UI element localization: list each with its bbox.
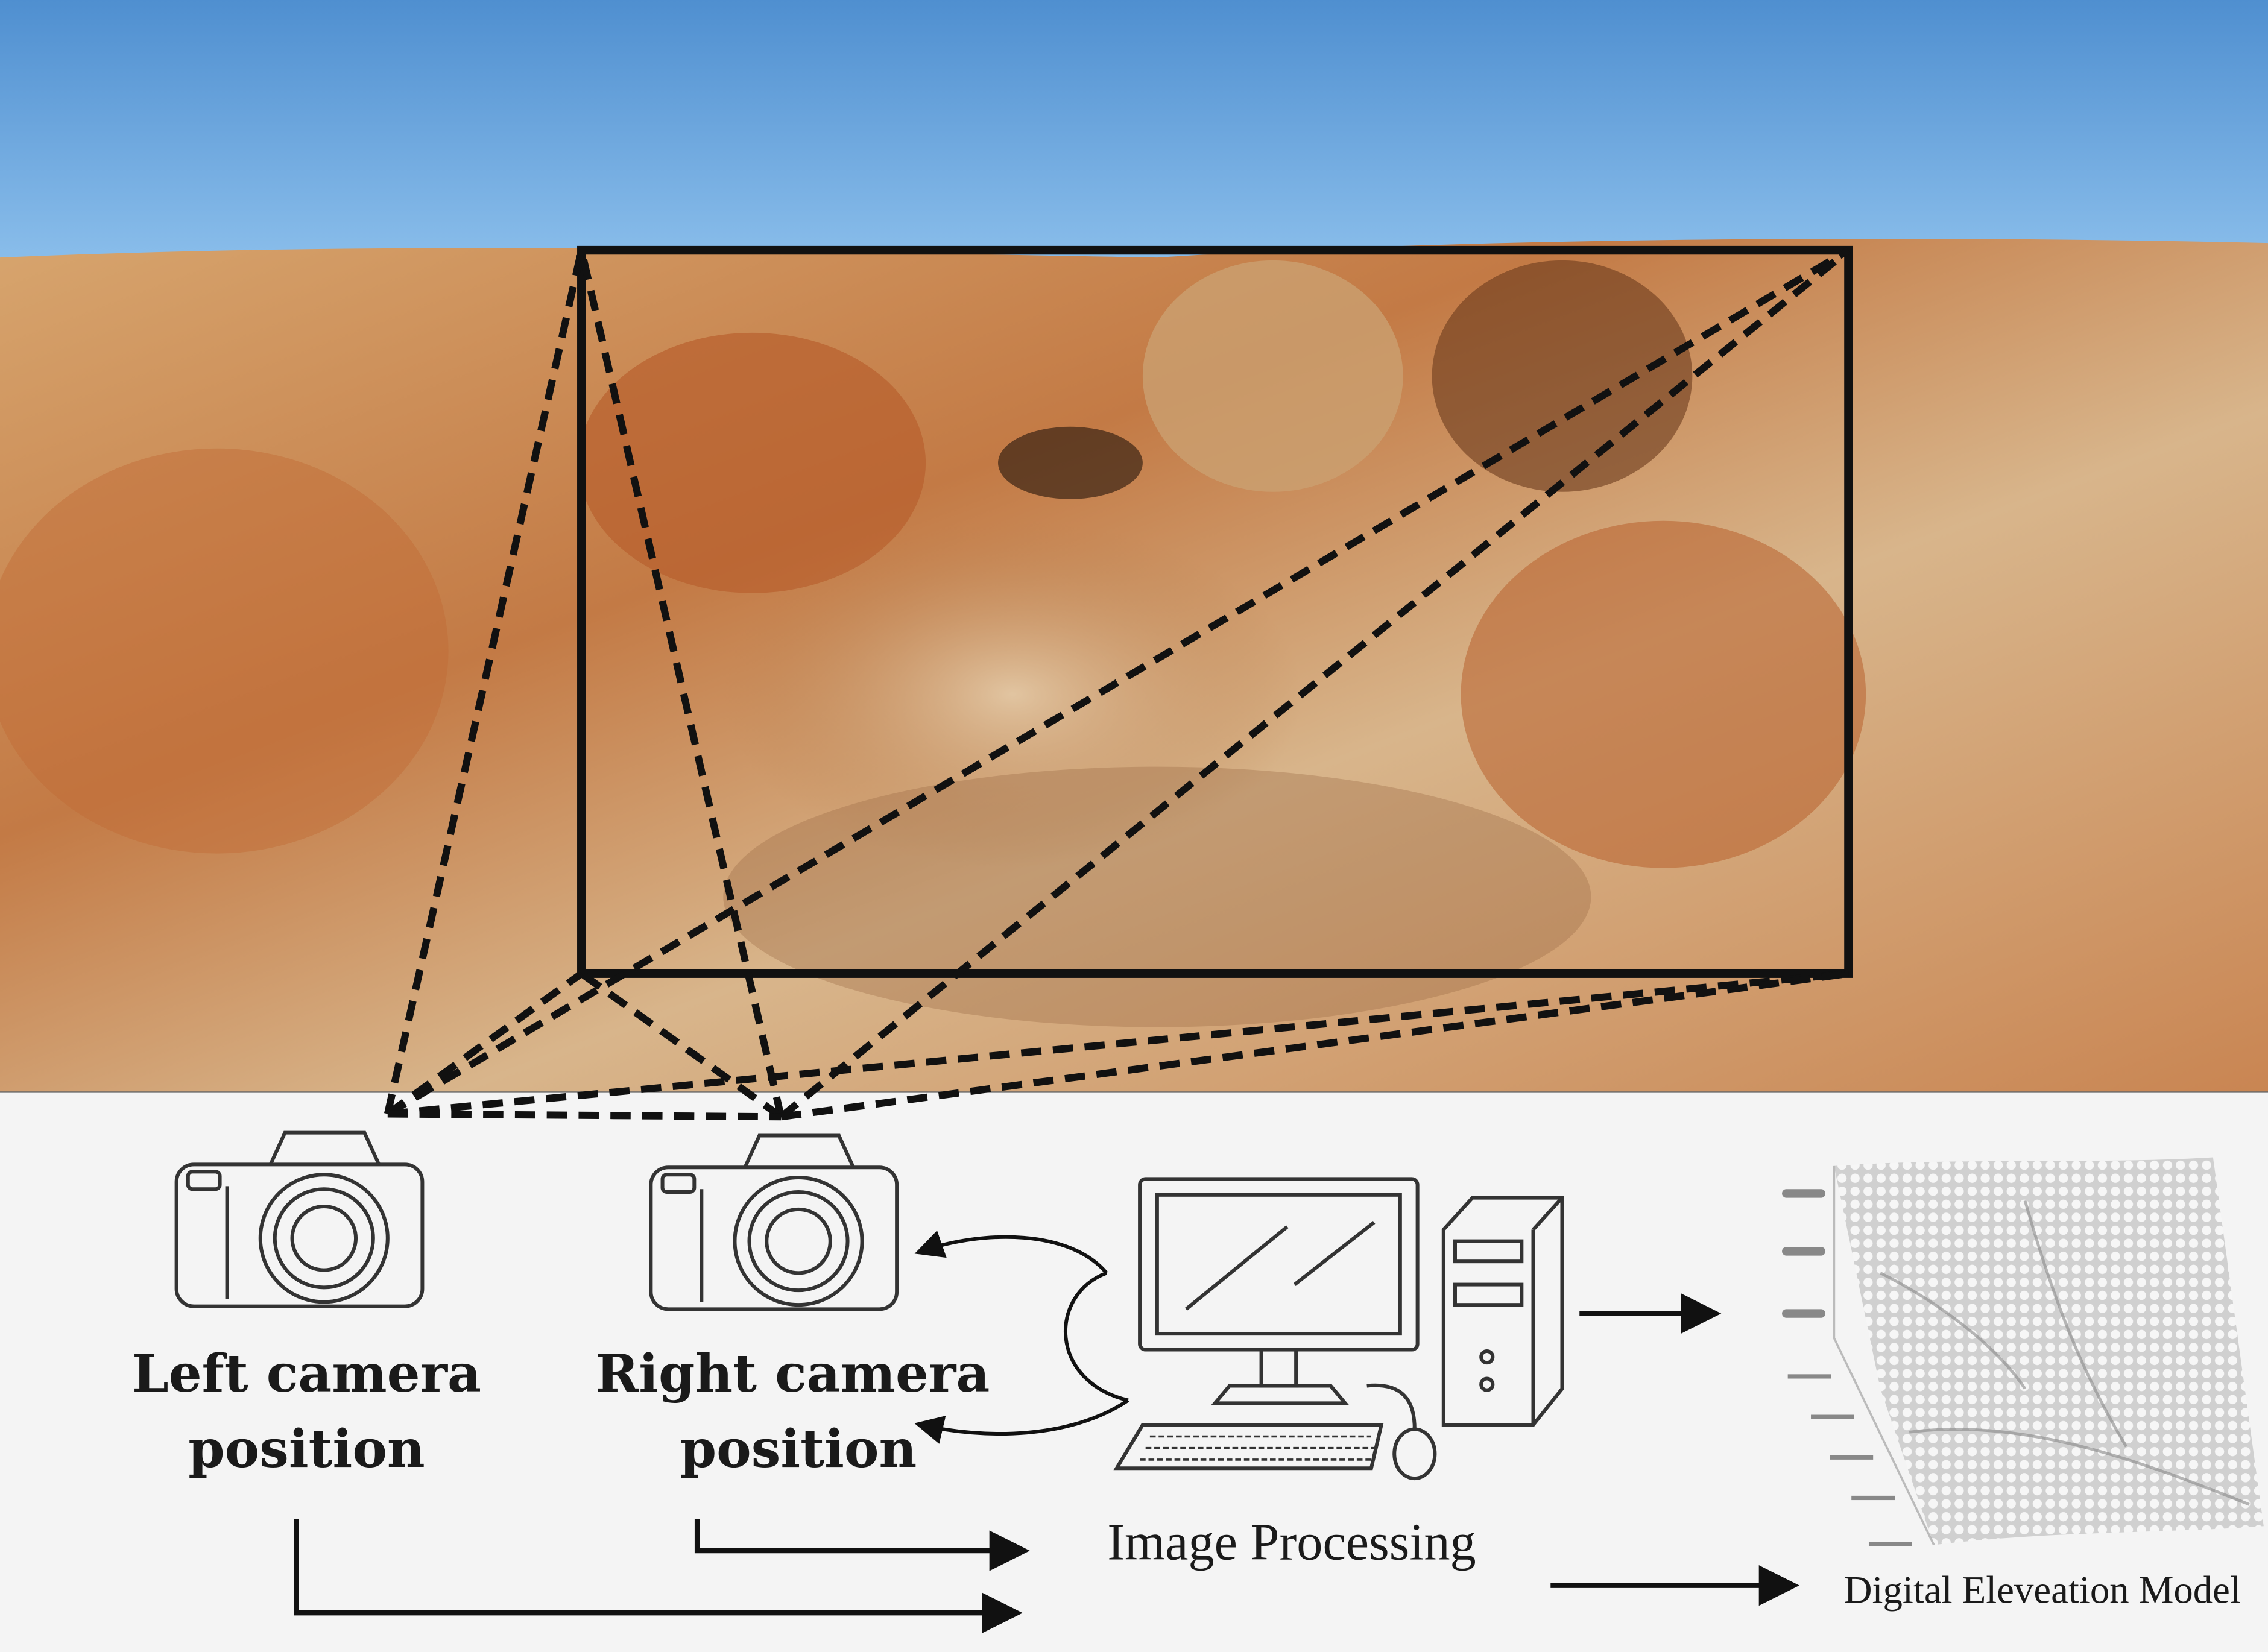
- left-camera-icon: [174, 1130, 425, 1308]
- field-photo: [0, 0, 2268, 1092]
- flow-arrows: [294, 1293, 1799, 1633]
- image-processing-label: Image Processing: [1107, 1513, 1476, 1571]
- dem-axis-ticks: [1782, 1189, 1912, 1546]
- dem-label: Digital Eleveation Model: [1844, 1568, 2241, 1612]
- dem-surface-plot: [1782, 1157, 2264, 1546]
- right-camera-label-line1: Right camera: [595, 1343, 990, 1404]
- computer-icon: [1113, 1177, 1564, 1481]
- sky: [0, 0, 2268, 275]
- feedback-arrows: [914, 1230, 1129, 1444]
- right-camera-label-line2: position: [680, 1419, 917, 1480]
- left-camera-label-line1: Left camera: [132, 1343, 481, 1404]
- right-camera-icon: [649, 1133, 899, 1311]
- left-camera-label-line2: position: [188, 1419, 425, 1480]
- capture-frustums: [384, 245, 1853, 1121]
- right-camera-to-processing-arrow: [694, 1519, 1030, 1571]
- left-camera-to-processing-arrow: [294, 1519, 1023, 1633]
- capture-area-rectangle: [577, 245, 1853, 978]
